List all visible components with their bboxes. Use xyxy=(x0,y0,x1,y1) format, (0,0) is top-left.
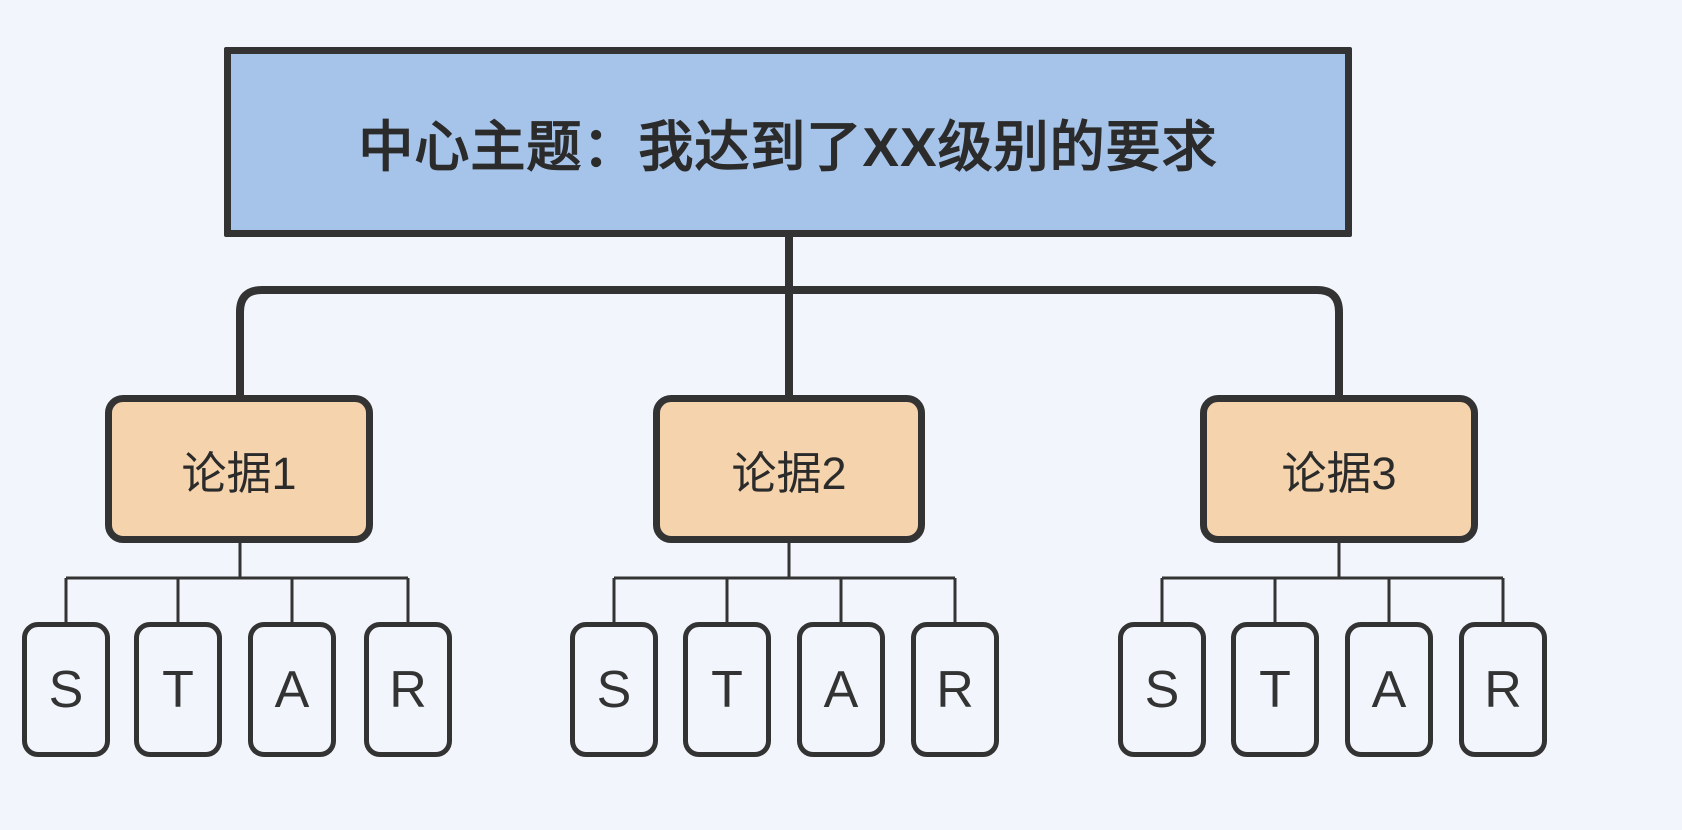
connector-bus-right xyxy=(789,286,1343,397)
leaf-node-g2-action[interactable]: A xyxy=(797,622,885,757)
leaf-node-g1-task[interactable]: T xyxy=(134,622,222,757)
leaf-node-g1-action[interactable]: A xyxy=(248,622,336,757)
leaf-node-g3-result[interactable]: R xyxy=(1459,622,1547,757)
argument-node-1[interactable]: 论据1 xyxy=(105,395,373,543)
root-node-central-topic[interactable]: 中心主题：我达到了XX级别的要求 xyxy=(224,47,1352,237)
leaf-node-g1-situation[interactable]: S xyxy=(22,622,110,757)
leaf-node-g3-action[interactable]: A xyxy=(1345,622,1433,757)
connector-bus-left xyxy=(236,286,789,397)
leaf-node-g2-result[interactable]: R xyxy=(911,622,999,757)
leaf-node-g3-task[interactable]: T xyxy=(1231,622,1319,757)
leaf-node-g1-result[interactable]: R xyxy=(364,622,452,757)
leaf-node-g2-task[interactable]: T xyxy=(683,622,771,757)
argument-node-3[interactable]: 论据3 xyxy=(1200,395,1478,543)
leaf-node-g2-situation[interactable]: S xyxy=(570,622,658,757)
leaf-node-g3-situation[interactable]: S xyxy=(1118,622,1206,757)
argument-node-2[interactable]: 论据2 xyxy=(653,395,925,543)
